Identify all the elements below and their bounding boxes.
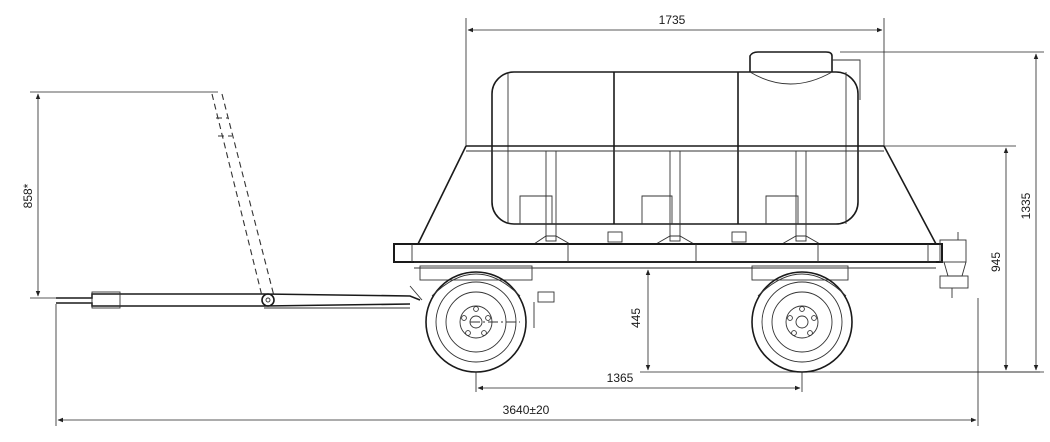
tank-hatch bbox=[749, 51, 861, 100]
dim-tank-length: 1735 bbox=[465, 13, 885, 146]
dim-overall-length-label: 3640±20 bbox=[503, 403, 550, 417]
rear-coupling bbox=[939, 232, 969, 298]
dim-wheelbase: 1365 bbox=[475, 371, 803, 392]
raised-drawbar-phantom bbox=[211, 93, 275, 297]
dim-axle-height-label: 445 bbox=[629, 308, 643, 328]
dim-frame-height-label: 945 bbox=[989, 252, 1003, 272]
side-railing bbox=[417, 145, 937, 245]
dim-drawbar-raise-label: 858* bbox=[21, 183, 35, 208]
dim-wheelbase-label: 1365 bbox=[607, 371, 634, 385]
platform-frame bbox=[393, 243, 943, 281]
dim-drawbar-raise: 858* bbox=[21, 91, 218, 299]
dim-overall-length: 3640±20 bbox=[55, 298, 979, 426]
rear-wheel bbox=[751, 271, 853, 373]
tank bbox=[491, 71, 859, 225]
brake-bracket bbox=[533, 291, 555, 328]
drawbar bbox=[56, 285, 423, 309]
dim-total-height-label: 1335 bbox=[1019, 192, 1033, 219]
dim-axle-height: 445 bbox=[629, 267, 760, 371]
dim-total-height: 1335 bbox=[830, 51, 1044, 373]
dim-frame-height: 945 bbox=[884, 145, 1016, 371]
dim-tank-length-label: 1735 bbox=[659, 13, 686, 27]
